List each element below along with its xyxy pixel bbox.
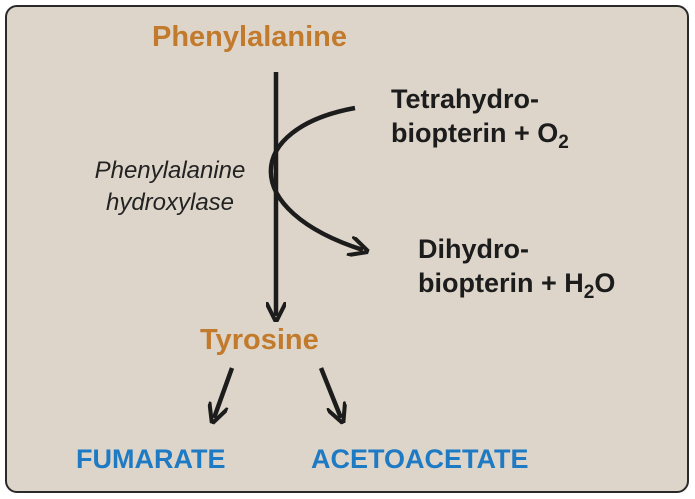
dihydro-line-1: Dihydro- (418, 234, 529, 264)
arrow-to-fumarate (214, 367, 235, 418)
cofactor-curved-arrow (268, 105, 363, 250)
tyrosine-label: Tyrosine (200, 324, 319, 356)
tetrahydro-line-2: biopterin + O2 (391, 116, 569, 153)
tetrahydro-line-2-text: biopterin + O (391, 118, 559, 148)
fumarate-label: FUMARATE (76, 444, 226, 474)
phenylalanine-label: Phenylalanine (152, 21, 348, 53)
oxygen-subscript: 2 (558, 132, 569, 153)
arrow-to-acetoacetate (318, 367, 341, 418)
dihydrobiopterin-label: Dihydro- biopterin + H2O (418, 232, 616, 303)
acetoacetate-label: ACETOACETATE (311, 444, 529, 474)
enzyme-label: Phenylalanine hydroxylase (70, 155, 270, 219)
dihydro-line-2: biopterin + H2O (418, 266, 616, 303)
enzyme-line-2: hydroxylase (105, 189, 235, 216)
enzyme-line-1: Phenylalanine (94, 157, 246, 184)
tetrahydro-line-1: Tetrahydro- (391, 84, 540, 114)
tetrahydrobiopterin-label: Tetrahydro- biopterin + O2 (391, 82, 569, 153)
dihydro-line-2-text: biopterin + H (418, 268, 584, 298)
dihydro-line-2-tail: O (594, 268, 616, 298)
water-subscript: 2 (583, 282, 595, 303)
